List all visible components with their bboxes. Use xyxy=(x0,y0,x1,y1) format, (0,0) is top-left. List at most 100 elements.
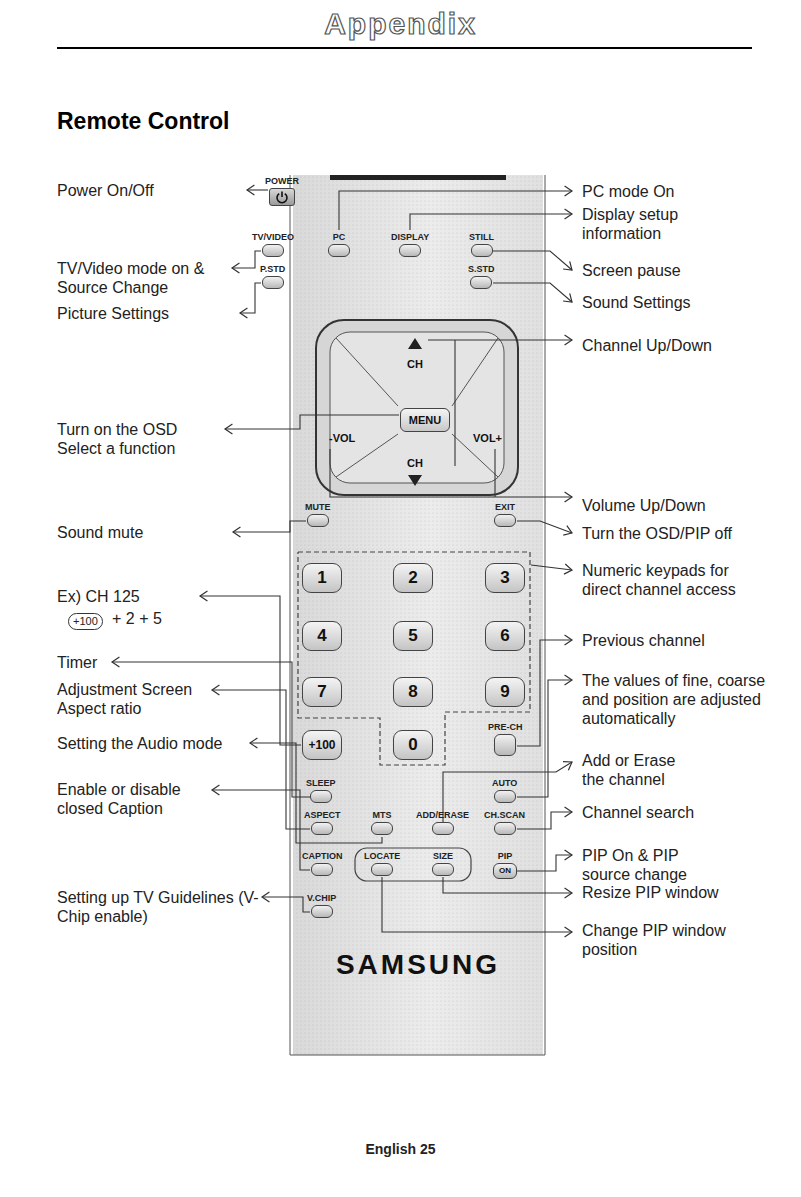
remote-button: V.CHIP xyxy=(307,893,336,918)
number-key: 8 xyxy=(393,677,433,707)
page-footer: English 25 xyxy=(0,1141,801,1158)
callout-label: Adjustment Screen Aspect ratio xyxy=(57,680,207,718)
button-label: PIP xyxy=(493,851,517,862)
leader-line xyxy=(212,790,310,870)
remote-button: MTS xyxy=(371,810,393,835)
leader-arrowhead xyxy=(232,263,239,273)
button-cap xyxy=(262,244,284,257)
button-label: DISPLAY xyxy=(391,232,429,243)
remote-button: SIZE xyxy=(432,851,454,876)
number-key: 7 xyxy=(302,677,342,707)
number-key: 4 xyxy=(302,621,342,651)
leader-arrowhead xyxy=(233,527,240,537)
callout-label: Volume Up/Down xyxy=(582,496,787,515)
leader-arrowhead xyxy=(565,807,572,817)
direction-pad xyxy=(316,320,518,495)
button-cap xyxy=(399,244,421,257)
leader-line xyxy=(225,415,399,429)
label-text: Power On/Off xyxy=(57,181,247,200)
remote-button: POWER xyxy=(265,176,299,206)
leader-line xyxy=(493,283,572,302)
leader-arrowhead xyxy=(565,209,572,219)
callout-label: Numeric keypads for direct channel acces… xyxy=(582,561,762,599)
button-cap xyxy=(494,822,516,835)
callout-label: Channel search xyxy=(582,803,787,822)
callout-label: Resize PIP window xyxy=(582,883,787,902)
number-key: 2 xyxy=(393,563,433,593)
leader-arrowhead xyxy=(200,591,207,601)
label-text: Appendix xyxy=(0,6,801,41)
leader-line xyxy=(443,877,572,893)
callout-label: Setting the Audio mode xyxy=(57,734,247,753)
number-key: 5 xyxy=(393,621,433,651)
label-text: Ex) CH 125 xyxy=(57,587,247,606)
leader-line xyxy=(531,565,572,570)
label-text: Volume Up/Down xyxy=(582,496,787,515)
key-text: CH xyxy=(407,358,423,370)
button-label: ADD/ERASE xyxy=(416,810,469,821)
key-text: VOL+ xyxy=(473,432,502,444)
callout-label: PC mode On xyxy=(582,182,787,201)
button-cap xyxy=(471,244,493,257)
key-number: 1 xyxy=(317,568,326,588)
callout-label: + 2 + 5 xyxy=(112,609,232,628)
label-text: Turn on the OSD Select a function xyxy=(57,420,197,458)
button-label: EXIT xyxy=(494,502,516,513)
label-text: English 25 xyxy=(0,1141,801,1158)
leader-line xyxy=(428,339,572,340)
leader-line xyxy=(339,191,572,230)
remote-button: SLEEP xyxy=(306,778,336,803)
remote-button: CAPTION xyxy=(302,851,343,876)
leader-line xyxy=(517,855,572,871)
power-icon xyxy=(275,190,289,204)
remote-button: ASPECT xyxy=(304,810,341,835)
button-label: PC xyxy=(328,232,350,243)
pad-key: VOL+ xyxy=(473,428,502,446)
leader-arrowhead xyxy=(565,492,572,502)
leader-line xyxy=(410,214,572,230)
callout-label: Screen pause xyxy=(582,261,787,280)
keypad-group-outline xyxy=(298,552,530,765)
button-label: STILL xyxy=(469,232,494,243)
remote-button: PRE-CH xyxy=(488,722,523,756)
label-text: PC mode On xyxy=(582,182,787,201)
leader-line xyxy=(454,340,455,466)
callout-label: Add or Erase the channel xyxy=(582,751,702,789)
label-text: Timer xyxy=(57,653,247,672)
leader-arrowhead xyxy=(563,762,572,771)
button-cap xyxy=(328,244,350,257)
callout-label: Sound Settings xyxy=(582,293,787,312)
callout-label: Setting up TV Guidelines (V-Chip enable) xyxy=(57,888,262,926)
label-text: Change PIP window position xyxy=(582,921,742,959)
pad-key: CH xyxy=(407,453,423,471)
button-label: LOCATE xyxy=(364,851,400,862)
label-text: Enable or disable closed Caption xyxy=(57,780,187,818)
number-key: 0 xyxy=(393,730,433,760)
leader-line xyxy=(493,251,572,270)
rule-line xyxy=(57,47,752,49)
button-label: CAPTION xyxy=(302,851,343,862)
leader-line xyxy=(517,640,572,746)
callout-label: Previous channel xyxy=(582,631,787,650)
page-heading: Appendix xyxy=(0,6,801,41)
label-text: Resize PIP window xyxy=(582,883,787,902)
button-label: CH.SCAN xyxy=(484,810,525,821)
callout-label: Turn the OSD/PIP off xyxy=(582,524,787,543)
remote-button: TV/VIDEO xyxy=(252,232,294,257)
label-text: Picture Settings xyxy=(57,304,247,323)
leader-arrowhead xyxy=(564,564,572,574)
leader-arrowhead xyxy=(563,526,572,536)
leader-arrowhead xyxy=(247,185,254,195)
callout-label: Picture Settings xyxy=(57,304,247,323)
leader-line xyxy=(517,521,572,533)
key-number: 4 xyxy=(317,626,326,646)
button-cap xyxy=(311,905,333,918)
button-cap xyxy=(494,790,516,803)
callout-label: Display setup information xyxy=(582,205,742,243)
button-cap xyxy=(494,734,516,756)
button-label: MUTE xyxy=(305,502,331,513)
remote-button: PC xyxy=(328,232,350,257)
button-label: PRE-CH xyxy=(488,722,523,733)
callout-label: Turn on the OSD Select a function xyxy=(57,420,197,458)
